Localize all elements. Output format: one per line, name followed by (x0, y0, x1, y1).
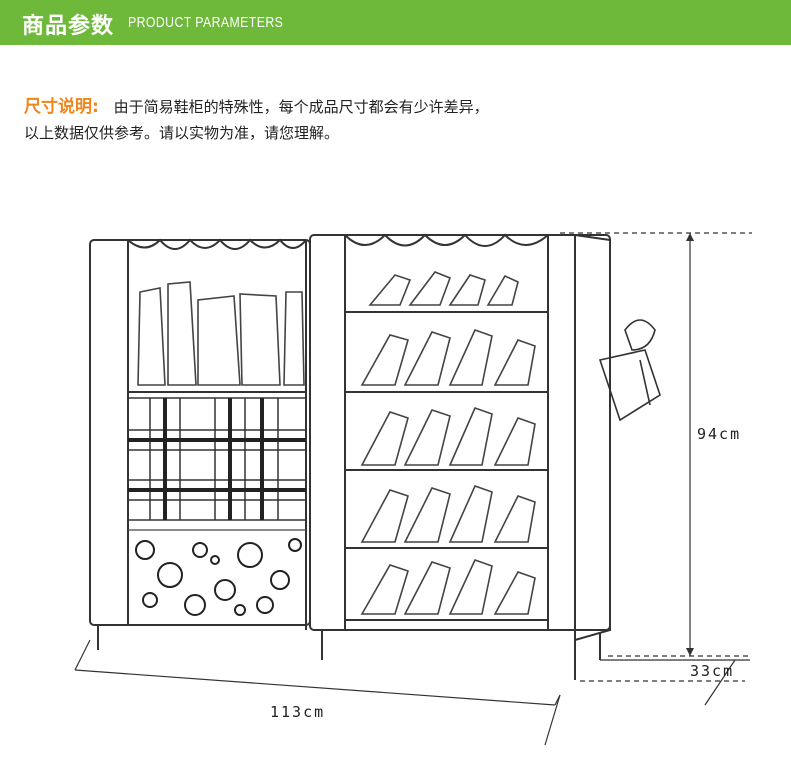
cabinet-right-section (309, 234, 611, 631)
depth-dimension-label: 33cm (690, 662, 735, 680)
size-note-text-2: 以上数据仅供参考。请以实物为准，请您理解。 (24, 124, 340, 142)
cabinet-left-section (89, 239, 311, 626)
size-note-line-2: 以上数据仅供参考。请以实物为准，请您理解。 (24, 122, 339, 143)
size-note-label: 尺寸说明: (24, 97, 99, 117)
header-bar: 商品参数 PRODUCT PARAMETERS (0, 0, 791, 45)
width-dimension-line (74, 669, 556, 706)
height-dimension-label: 94cm (697, 425, 742, 443)
header-title-en: PRODUCT PARAMETERS (128, 14, 284, 31)
size-note-text-1: 由于简易鞋柜的特殊性，每个成品尺寸都会有少许差异， (113, 98, 489, 116)
width-dimension-label: 113cm (270, 703, 326, 721)
header-title-cn: 商品参数 (22, 14, 115, 39)
size-note-line-1: 尺寸说明: 由于简易鞋柜的特殊性，每个成品尺寸都会有少许差异， (24, 92, 489, 117)
